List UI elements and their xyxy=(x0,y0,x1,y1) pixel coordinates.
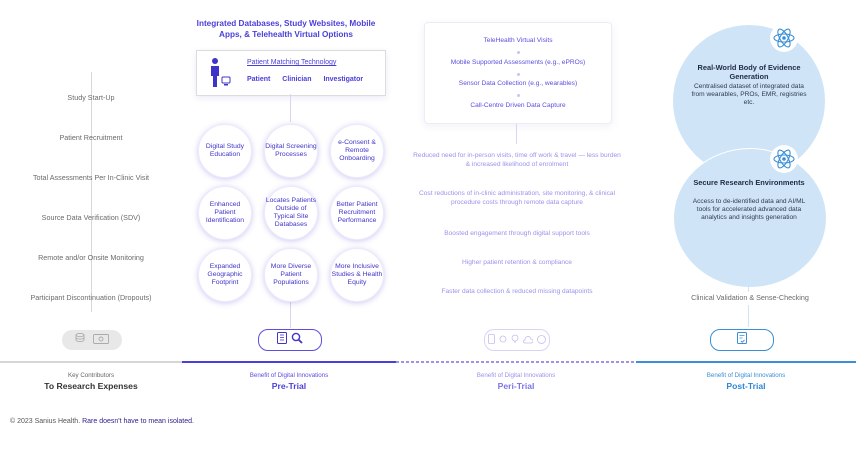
pre-connector-bottom xyxy=(290,300,291,328)
circle-enhanced-identification: Enhanced Patient Identification xyxy=(198,186,252,240)
role-patient: Patient xyxy=(247,76,271,83)
left-caption-big: To Research Expenses xyxy=(44,381,138,391)
peri-dot xyxy=(517,73,520,76)
pre-connector xyxy=(290,94,291,122)
peri-item-call-centre: Call-Centre Driven Data Capture xyxy=(470,102,566,109)
checklist-icon xyxy=(537,331,546,349)
peri-benefit-reduced-visits: Reduced need for in-person visits, time … xyxy=(413,152,621,168)
peri-benefit-retention: Higher patient retention & compliance xyxy=(462,259,572,266)
document-check-icon xyxy=(736,331,748,349)
circle-inclusive-studies: More Inclusive Studies & Health Equity xyxy=(330,248,384,302)
left-item-total-assessments: Total Assessments Per In-Clinic Visit xyxy=(32,173,150,182)
book-icon xyxy=(277,331,287,349)
phone-icon xyxy=(488,331,495,349)
peri-caption-small: Benefit of Digital Innovations xyxy=(476,372,556,379)
rwe-title: Real-World Body of Evidence Generation xyxy=(697,63,801,81)
post-connector xyxy=(748,286,749,292)
peri-caption-big: Peri-Trial xyxy=(497,381,535,391)
footer-tagline: Rare doesn't have to mean isolated. xyxy=(82,418,194,425)
pre-bottom-divider xyxy=(182,361,396,363)
peri-connector xyxy=(516,124,517,144)
circle-econsent: e-Consent & Remote Onboarding xyxy=(330,124,384,178)
circle-locates-patients: Locates Patients Outside of Typical Site… xyxy=(264,186,318,240)
circle-digital-study-education: Digital Study Education xyxy=(198,124,252,178)
patient-matching-roles: Patient Clinician Investigator xyxy=(247,76,373,83)
footer: © 2023 Sanius Health. Rare doesn't have … xyxy=(10,418,194,425)
post-bottom-divider xyxy=(636,361,856,363)
clinical-validation-label: Clinical Validation & Sense-Checking xyxy=(691,293,809,302)
footer-copyright: © 2023 Sanius Health. xyxy=(10,418,81,425)
post-connector-bottom xyxy=(748,305,749,327)
circle-better-recruitment: Better Patient Recruitment Performance xyxy=(330,186,384,240)
patient-matching-box: Patient Matching Technology Patient Clin… xyxy=(196,50,386,96)
role-investigator: Investigator xyxy=(323,76,364,83)
watch-icon xyxy=(499,331,507,349)
left-item-monitoring: Remote and/or Onsite Monitoring xyxy=(38,253,144,262)
peri-trial-icon-pill xyxy=(484,329,550,351)
left-item-patient-recruitment: Patient Recruitment xyxy=(59,133,123,142)
circle-geographic-footprint: Expanded Geographic Footprint xyxy=(198,248,252,302)
secure-env-title: Secure Research Environments xyxy=(693,178,805,187)
cloud-icon xyxy=(523,331,534,349)
post-caption-big: Post-Trial xyxy=(726,381,766,391)
post-caption-small: Benefit of Digital Innovations xyxy=(706,372,786,379)
left-item-study-startup: Study Start-Up xyxy=(67,93,115,102)
post-trial-icon-pill xyxy=(710,329,774,351)
peri-item-sensor-data: Sensor Data Collection (e.g., wearables) xyxy=(458,80,578,87)
left-timeline-line xyxy=(91,72,92,312)
peri-item-mobile-assessments: Mobile Supported Assessments (e.g., ePRO… xyxy=(450,59,586,66)
peri-benefit-cost-reductions: Cost reductions of in-clinic administrat… xyxy=(418,190,616,206)
lightbulb-icon xyxy=(511,331,519,349)
role-clinician: Clinician xyxy=(282,76,312,83)
coins-icon xyxy=(75,331,89,349)
left-caption-small: Key Contributors xyxy=(67,372,115,379)
banknote-icon xyxy=(93,331,109,349)
secure-env-text: Access to de-identified data and AI/ML t… xyxy=(692,198,806,222)
left-item-sdv: Source Data Verification (SDV) xyxy=(41,213,141,222)
rwe-text: Centralised dataset of integrated data f… xyxy=(691,83,807,107)
circle-diverse-populations: More Diverse Patient Populations xyxy=(264,248,318,302)
pre-caption-big: Pre-Trial xyxy=(271,381,307,391)
pre-trial-icon-pill xyxy=(258,329,322,351)
left-money-pill xyxy=(62,330,122,350)
pre-trial-title: Integrated Databases, Study Websites, Mo… xyxy=(196,19,376,39)
peri-bottom-divider xyxy=(396,361,636,363)
person-devices-icon xyxy=(205,57,233,94)
secure-env-bubble xyxy=(673,148,827,288)
left-bottom-divider xyxy=(0,361,182,363)
peri-benefit-faster-data: Faster data collection & reduced missing… xyxy=(441,288,593,295)
patient-matching-title: Patient Matching Technology xyxy=(247,59,337,66)
peri-dot xyxy=(517,94,520,97)
peri-benefit-engagement: Boosted engagement through digital suppo… xyxy=(444,230,590,237)
left-item-dropouts: Participant Discontinuation (Dropouts) xyxy=(30,293,152,302)
magnifier-icon xyxy=(291,331,303,349)
peri-dot xyxy=(517,51,520,54)
pre-caption-small: Benefit of Digital Innovations xyxy=(249,372,329,379)
atom-icon xyxy=(770,145,798,173)
peri-item-telehealth: TeleHealth Virtual Visits xyxy=(483,37,553,44)
atom-icon xyxy=(770,24,798,52)
circle-digital-screening: Digital Screening Processes xyxy=(264,124,318,178)
peri-trial-box: TeleHealth Virtual Visits Mobile Support… xyxy=(424,22,612,124)
